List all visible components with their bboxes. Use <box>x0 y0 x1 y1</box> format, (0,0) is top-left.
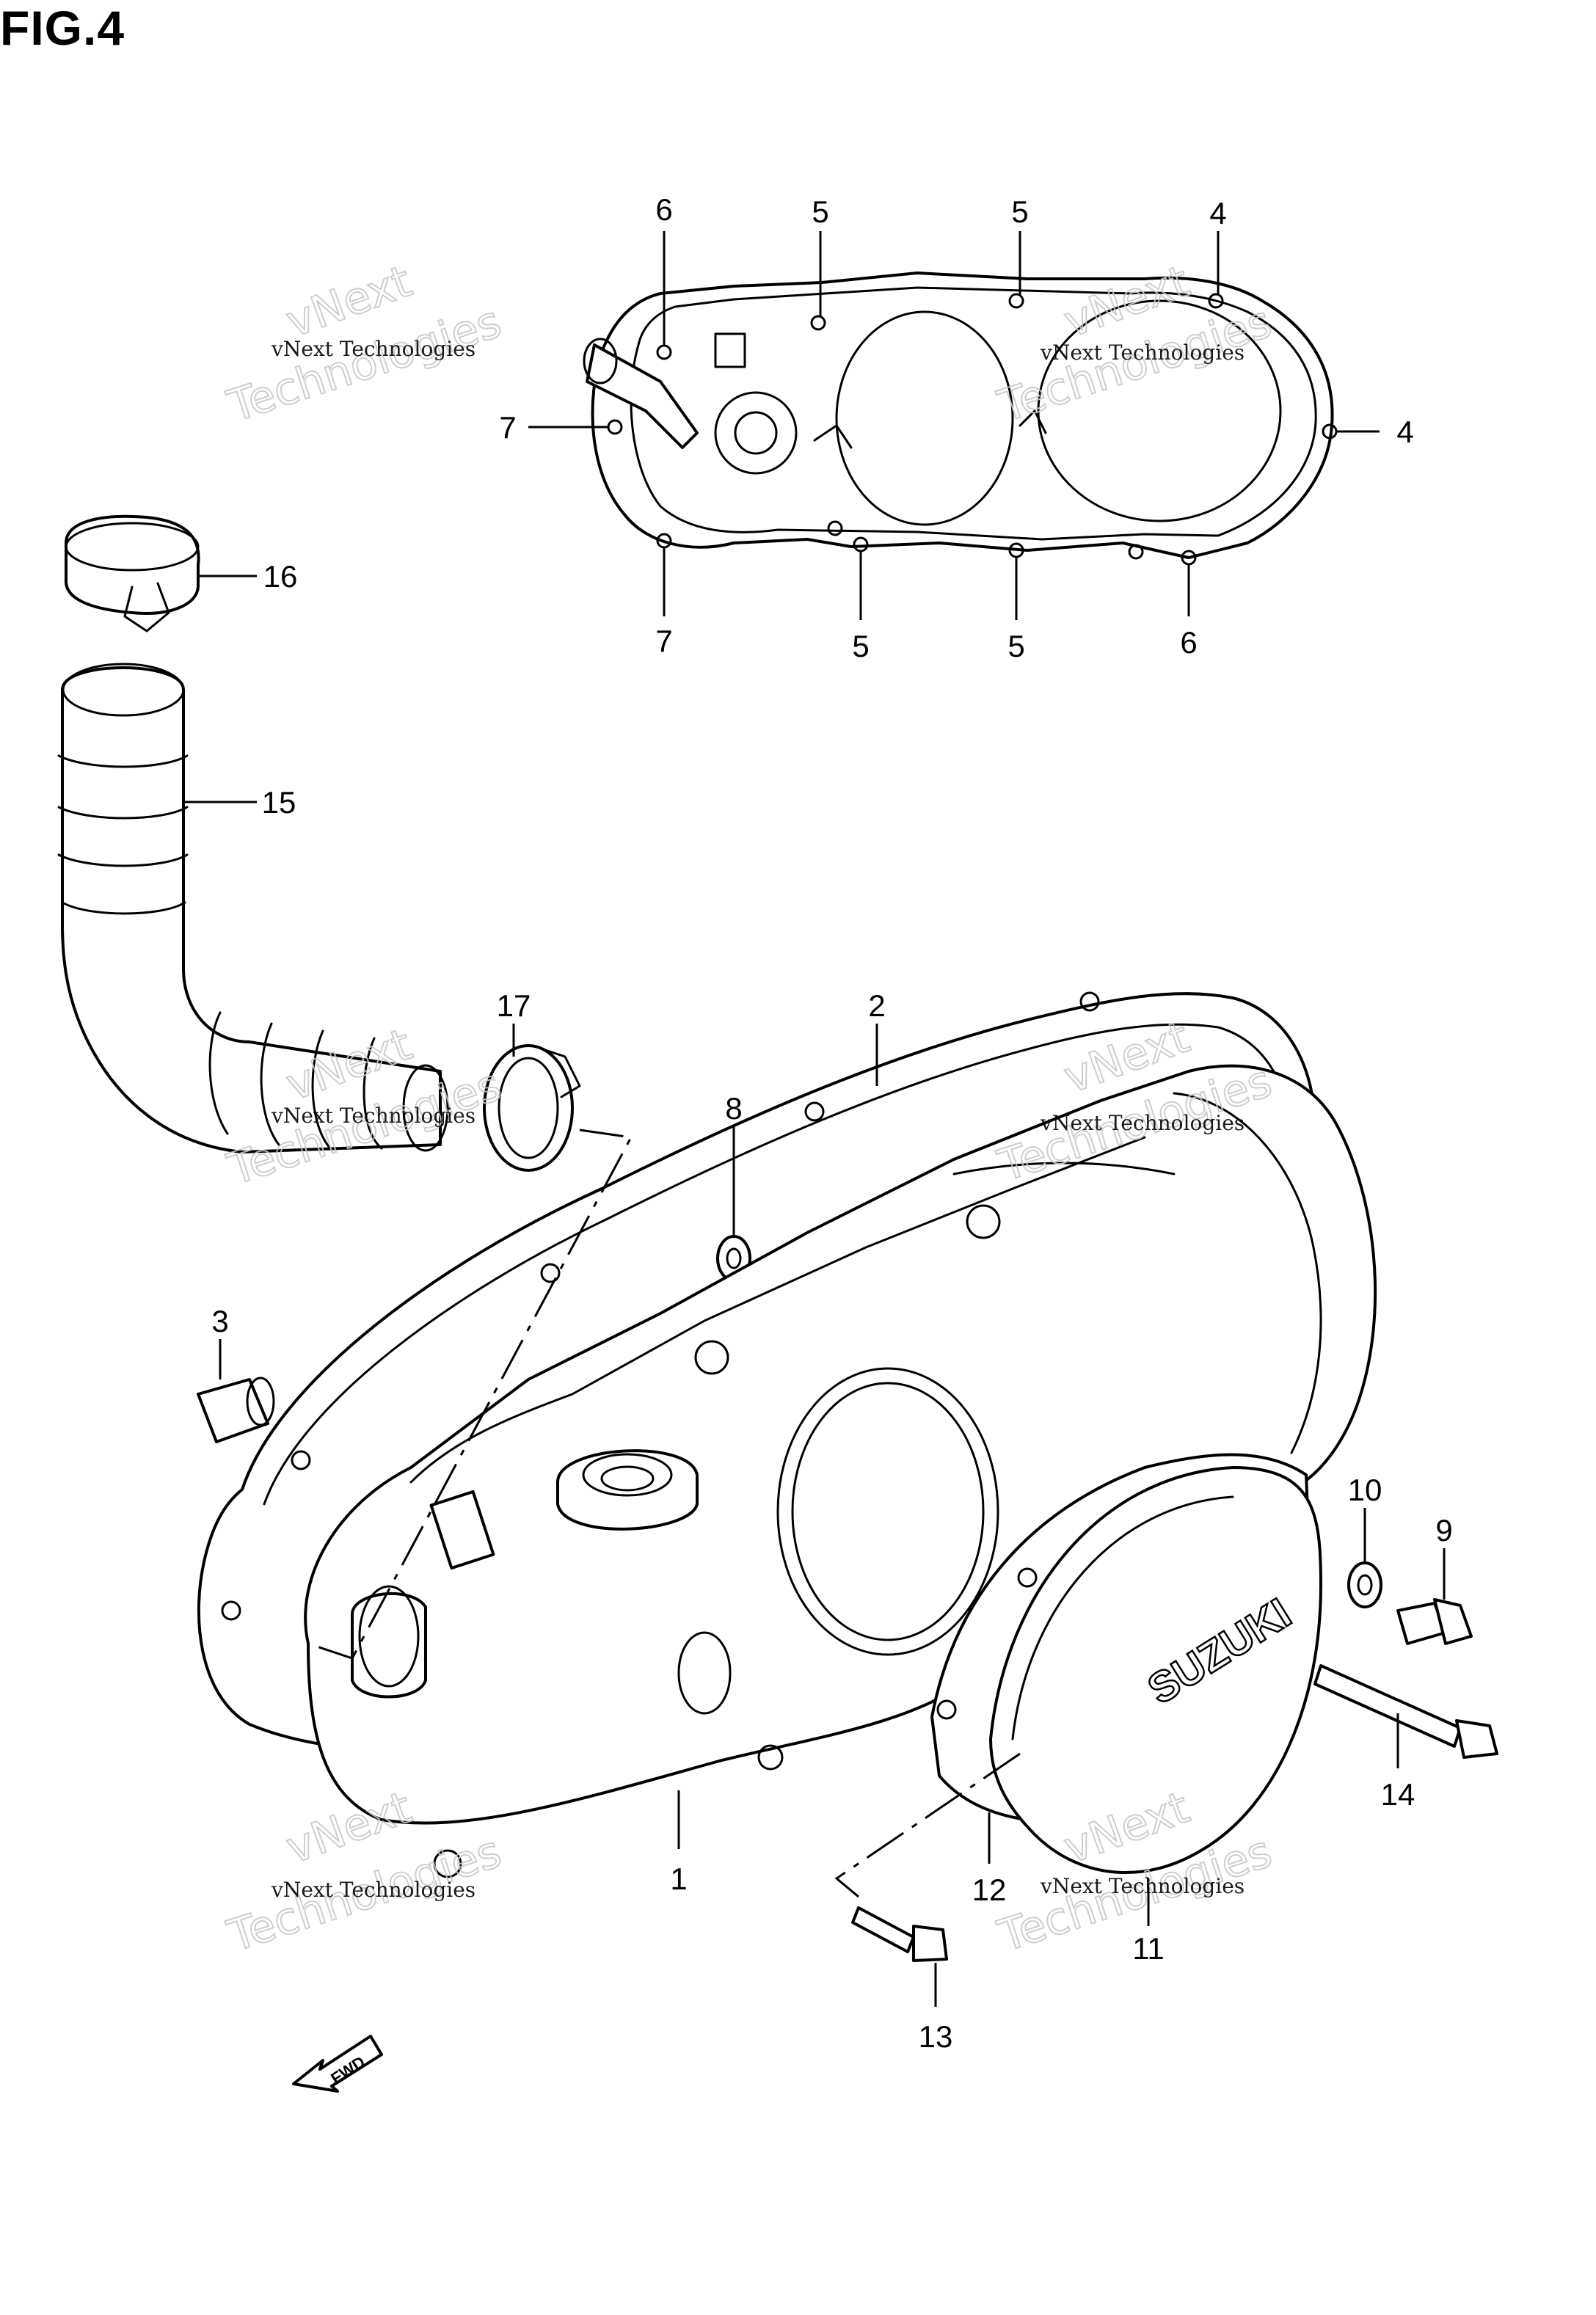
callout-6a: 6 <box>655 192 672 227</box>
callout-2: 2 <box>868 988 885 1023</box>
callout-15: 15 <box>262 785 296 820</box>
callout-7b: 7 <box>655 624 672 658</box>
svg-text:vNext Technologies: vNext Technologies <box>271 337 475 361</box>
callout-5c: 5 <box>852 629 869 663</box>
callouts: 1 2 3 4 4 5 5 5 5 6 6 7 7 8 9 10 11 12 1… <box>211 192 1452 2054</box>
washer-10 <box>1347 1561 1382 1608</box>
callout-5b: 5 <box>1011 194 1028 229</box>
hose-15 <box>57 663 449 1153</box>
callout-4b: 4 <box>1396 415 1413 449</box>
callout-9: 9 <box>1435 1513 1452 1547</box>
callout-3: 3 <box>211 1304 228 1338</box>
callout-7a: 7 <box>499 410 516 445</box>
chain-line-13 <box>834 1752 1021 1898</box>
fwd-arrow-icon: FWD <box>292 2035 383 2093</box>
callout-5d: 5 <box>1007 629 1024 663</box>
svg-text:vNext Technologies: vNext Technologies <box>271 1104 475 1128</box>
callout-16: 16 <box>263 559 298 594</box>
callout-10: 10 <box>1348 1473 1382 1507</box>
svg-text:vNext Technologies: vNext Technologies <box>1040 1111 1245 1135</box>
bolt-14 <box>1313 1664 1498 1759</box>
svg-text:vNext Technologies: vNext Technologies <box>1040 340 1245 365</box>
gasket-outer-cover <box>583 271 1338 566</box>
bolt-13 <box>851 1906 948 1962</box>
callout-12: 12 <box>972 1873 1007 1907</box>
watermark-1: vNext Technologies vNext Technologies <box>221 255 508 433</box>
dowel-pin-3 <box>197 1377 275 1443</box>
clamp-16 <box>64 514 200 632</box>
leader-lines <box>183 231 1446 2007</box>
callout-1: 1 <box>670 1862 687 1896</box>
callout-5a: 5 <box>812 194 828 229</box>
bolt-9 <box>1396 1598 1473 1645</box>
callout-8: 8 <box>725 1091 742 1126</box>
svg-text:vNext Technologies: vNext Technologies <box>1040 1874 1245 1898</box>
figure-title: FIG.4 <box>0 1 125 55</box>
callout-6b: 6 <box>1180 625 1197 660</box>
callout-4a: 4 <box>1209 196 1226 230</box>
clamp-17 <box>483 1044 581 1172</box>
callout-11: 11 <box>1132 1931 1165 1966</box>
generator-cover-11: SUZUKI <box>989 1466 1322 1874</box>
callout-17: 17 <box>497 988 531 1023</box>
chain-line-17 <box>307 1129 633 1660</box>
crankcase-cover-1 <box>304 1064 1377 1878</box>
callout-14: 14 <box>1381 1777 1415 1812</box>
callout-13: 13 <box>919 2019 953 2054</box>
svg-text:vNext Technologies: vNext Technologies <box>271 1878 475 1902</box>
